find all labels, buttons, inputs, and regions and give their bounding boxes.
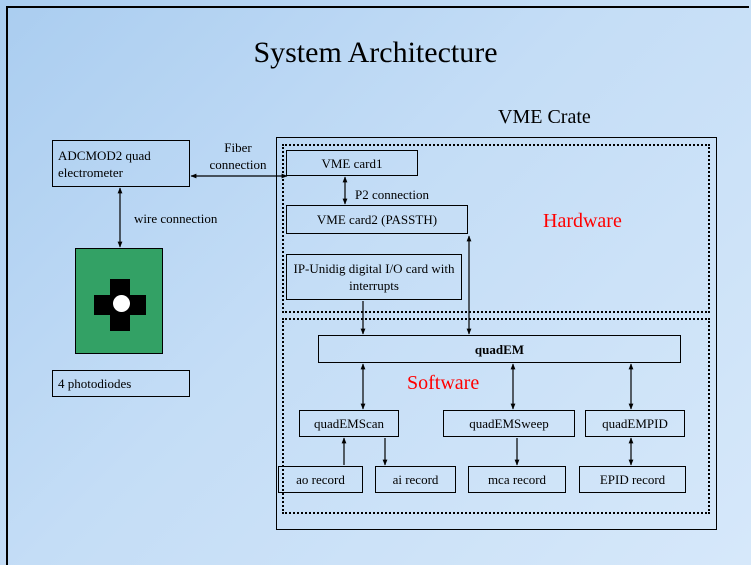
mca-record-label: mca record [487, 472, 547, 487]
quadempid-label: quadEMPID [602, 416, 668, 431]
quademscan-label: quadEMScan [313, 416, 385, 431]
vme-crate-label: VME Crate [498, 106, 591, 128]
quademscan-box: quadEMScan [299, 410, 399, 437]
quademsweep-label: quadEMSweep [469, 416, 549, 431]
slide-frame [6, 6, 749, 565]
vme-card1-label: VME card1 [321, 155, 383, 171]
quadem-label: quadEM [474, 341, 525, 357]
quadempid-box: quadEMPID [585, 410, 685, 437]
software-region [282, 318, 710, 514]
p2-connection-label: P2 connection [355, 187, 430, 202]
vme-card2-label: VME card2 (PASSTH) [316, 212, 438, 227]
ip-unidig-label: IP-Unidig digital I/O card with interrup… [293, 261, 455, 293]
ip-unidig-box: IP-Unidig digital I/O card with interrup… [286, 254, 462, 300]
ao-record-label: ao record [296, 472, 345, 487]
ao-record-box: ao record [278, 466, 363, 493]
page-title: System Architecture [253, 36, 498, 69]
software-label: Software [407, 372, 480, 394]
mca-record-box: mca record [468, 466, 566, 493]
quademsweep-box: quadEMSweep [443, 410, 575, 437]
epid-record-label: EPID record [599, 472, 666, 487]
hardware-label: Hardware [543, 210, 622, 232]
hardware-region [282, 144, 710, 313]
vme-card1-box: VME card1 [286, 150, 418, 176]
electrometer-label: ADCMOD2 quad electrometer [58, 147, 151, 180]
wire-connection-label: wire connection [134, 211, 218, 226]
ai-record-label: ai record [392, 472, 439, 487]
ai-record-box: ai record [375, 466, 456, 493]
quadem-box: quadEM [318, 335, 681, 363]
photodiodes-box: 4 photodiodes [52, 370, 190, 397]
detector-image [75, 248, 163, 354]
fiber-connection-label: Fiber connection [199, 139, 277, 173]
vme-card2-box: VME card2 (PASSTH) [286, 205, 468, 234]
photodiodes-label: 4 photodiodes [58, 376, 132, 391]
epid-record-box: EPID record [579, 466, 686, 493]
electrometer-box: ADCMOD2 quad electrometer [52, 140, 190, 187]
detector-center-dot [113, 295, 130, 312]
fiber-connection-text: Fiber connection [209, 140, 267, 172]
vme-crate-box [276, 137, 717, 530]
